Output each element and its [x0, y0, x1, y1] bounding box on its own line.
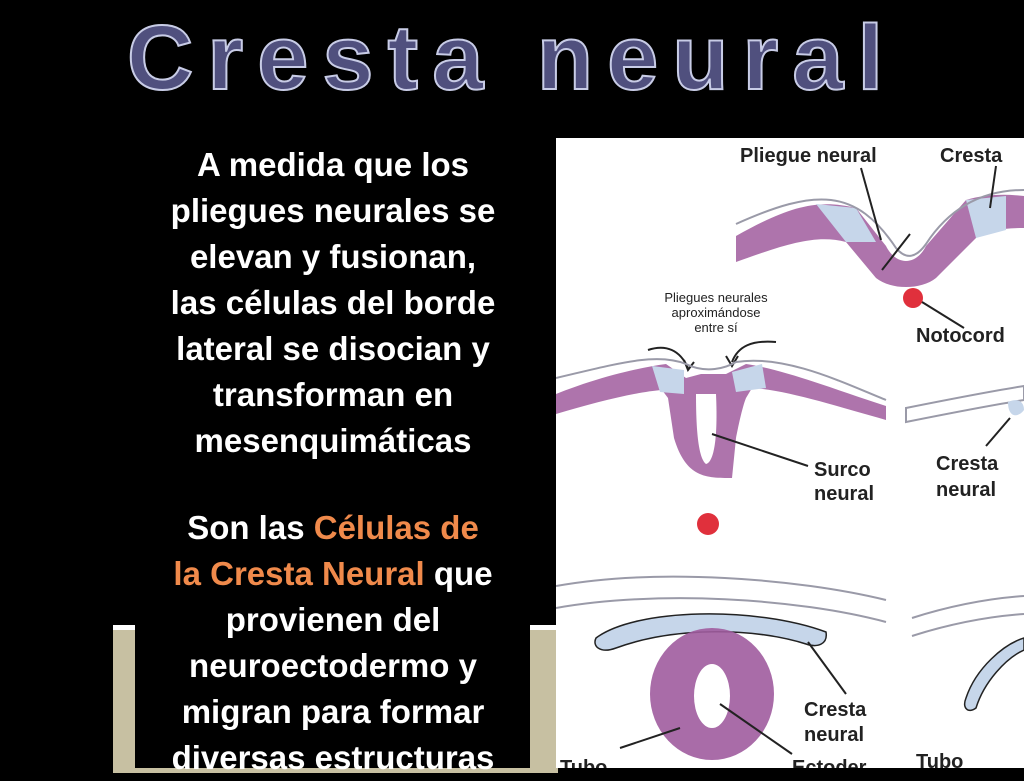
ectoderm-line: [556, 358, 887, 401]
crest-groove-right: [732, 364, 766, 392]
notochord-top: [903, 288, 923, 308]
ectoderm-line: [911, 613, 1024, 637]
text-line: pliegues neurales se: [170, 192, 496, 229]
paragraph-description: A medida que los pliegues neurales se el…: [138, 142, 528, 464]
leader-line: [921, 301, 965, 329]
crest-right-bottom: [964, 637, 1024, 712]
neural-groove-plate: [556, 364, 886, 478]
stage-neural-groove: Pliegues neurales aproximándose entre sí…: [556, 290, 1024, 535]
label-pliegues-aprox: entre sí: [694, 320, 738, 335]
tube-lumen: [694, 664, 730, 728]
text-line: elevan y fusionan,: [189, 238, 477, 275]
stage-neural-fold: Pliegue neural Cresta Notocord: [735, 145, 1024, 347]
neural-plate: [736, 194, 1024, 287]
text-line: diversas estructuras: [171, 739, 495, 776]
text-line: lateral se disocian y: [176, 330, 490, 367]
groove-lumen: [696, 394, 717, 464]
label-notocorda: Notocord: [916, 325, 1005, 347]
text-line: migran para formar: [181, 693, 485, 730]
highlight-text: la Cresta Neural: [173, 555, 425, 592]
label-pliegue-neural: Pliegue neural: [740, 145, 877, 167]
leader-line: [619, 727, 681, 749]
arrow-head: [725, 355, 739, 368]
label-cresta-neural-mid: neural: [936, 479, 996, 501]
crest-band: [594, 613, 827, 651]
label-cresta-neural-bot: neural: [804, 724, 864, 746]
text-line: transforman en: [212, 376, 454, 413]
ectoderm-line: [556, 575, 887, 601]
highlight-text: Células de: [313, 509, 479, 546]
text-line: Son las Células de: [138, 505, 528, 551]
label-tubo-left: Tubo: [560, 757, 607, 768]
figure-svg: Pliegue neural Cresta Notocord Pliegues …: [556, 145, 1024, 768]
leader-line: [985, 417, 1011, 447]
label-cresta: Cresta: [940, 145, 1003, 167]
label-pliegues-aprox: aproximándose: [672, 305, 761, 320]
text-line: las células del borde: [170, 284, 496, 321]
paragraph-definition: Son las Células de la Cresta Neural que …: [138, 505, 528, 781]
neural-crest-figure: Pliegue neural Cresta Notocord Pliegues …: [556, 138, 1024, 768]
crest-groove-left: [652, 366, 684, 394]
label-cresta-neural-mid: Cresta: [936, 453, 999, 475]
ectoderm-right: [905, 384, 1024, 424]
crest-left: [816, 204, 876, 242]
ectoderm-line: [735, 189, 1024, 257]
leader-line: [989, 165, 997, 209]
label-tubo-right: Tubo: [916, 751, 963, 768]
leader-line: [807, 641, 847, 695]
label-surco: Surco: [814, 459, 871, 481]
ectoderm-line: [556, 597, 887, 623]
label-surco: neural: [814, 483, 874, 505]
text-line: A medida que los: [197, 146, 469, 183]
label-cresta-neural-bot: Cresta: [804, 699, 867, 721]
text-line: la Cresta Neural que: [138, 551, 528, 597]
crest-right-mid: [1008, 400, 1024, 416]
text-span: que: [424, 555, 493, 592]
leader-line: [881, 233, 911, 271]
notochord-mid: [697, 513, 719, 535]
leader-line: [860, 167, 882, 241]
leader-line: [711, 433, 809, 467]
arrow-left: [647, 346, 689, 369]
text-span: Son las: [187, 509, 314, 546]
slide-title: Cresta neural: [126, 7, 898, 109]
ectoderm-line: [911, 595, 1024, 619]
arrow-right: [731, 340, 777, 363]
stage-neural-tube: Cresta neural Tubo Ectoder Tubo: [556, 575, 1024, 768]
crest-right: [966, 196, 1006, 238]
label-ectodermo: Ectoder: [792, 757, 867, 768]
text-line: provienen del: [225, 601, 441, 638]
label-pliegues-aprox: Pliegues neurales: [664, 290, 768, 305]
text-line: neuroectodermo y: [189, 647, 477, 684]
text-panel: [135, 140, 530, 768]
text-line: mesenquimáticas: [194, 422, 472, 459]
leader-line: [719, 703, 793, 755]
